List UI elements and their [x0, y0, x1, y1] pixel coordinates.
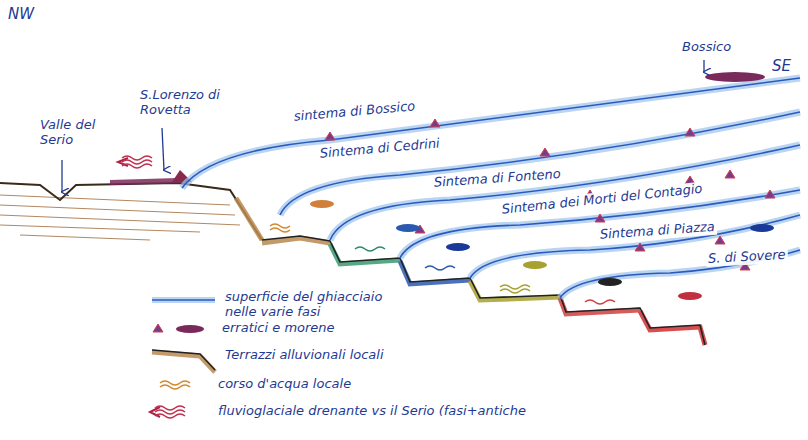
direction-label: NW [6, 6, 36, 23]
place-label: Bossico [680, 40, 733, 55]
legend-text: fluvioglaciale drenante vs il Serio (fas… [218, 404, 526, 419]
legend-text: Terrazzi alluvionali locali [225, 348, 384, 363]
direction-label: SE [770, 58, 793, 75]
legend-text: superficie del ghiacciaio nelle varie fa… [225, 290, 415, 320]
unit-label: sintema di Bossico [291, 99, 417, 125]
legend-text: corso d'acqua locale [218, 377, 351, 392]
legend-text: erratici e morene [222, 321, 335, 336]
place-label: Valle del Serio [38, 118, 114, 148]
unit-label: S. di Sovere [706, 248, 788, 267]
place-label: S.Lorenzo di Rovetta [138, 88, 238, 118]
